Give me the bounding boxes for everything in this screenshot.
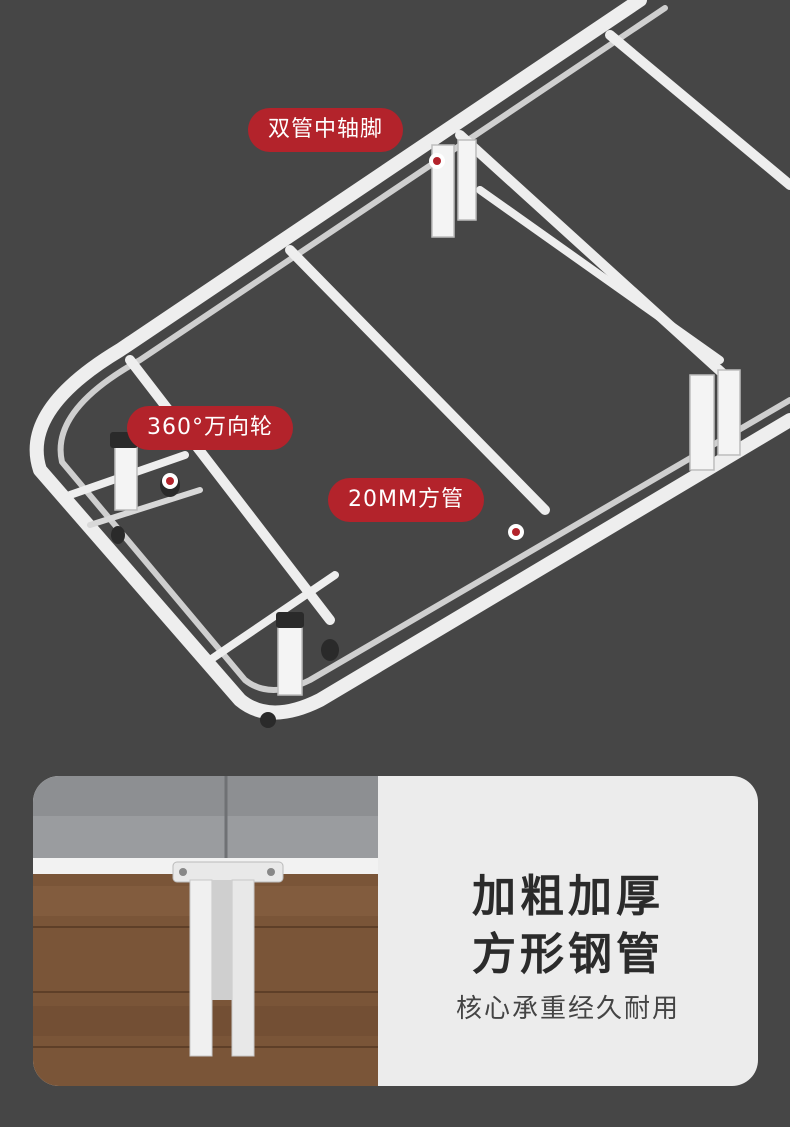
callout-marker-caster-wheel (162, 473, 178, 489)
caster-post-a (114, 444, 138, 511)
callout-marker-square-tube (508, 524, 524, 540)
frame-inner-rail (57, 5, 790, 693)
caster-wheel-4 (260, 712, 276, 728)
callout-center-leg: 双管中轴脚 (248, 108, 404, 152)
feature-card-text: 加粗加厚 方形钢管 核心承重经久耐用 (378, 776, 758, 1086)
frame-outer-rail (29, 0, 790, 720)
caster-wheel-3 (321, 639, 339, 661)
end-leg-b (717, 369, 741, 456)
center-leg-b (457, 139, 477, 221)
callout-square-tube: 20MM方管 (328, 478, 484, 522)
callout-marker-center-leg (429, 153, 445, 169)
caster-post-b (277, 624, 303, 696)
bed-frame-hero: 双管中轴脚 360°万向轮 20MM方管 (29, 0, 790, 728)
feature-subtitle: 核心承重经久耐用 (455, 994, 680, 1024)
feature-title-line-2: 方形钢管 (472, 929, 664, 980)
feature-title-line-1: 加粗加厚 (472, 871, 664, 922)
callout-caster-wheel: 360°万向轮 (127, 406, 293, 450)
steel-leg-closeup-photo (33, 776, 378, 1086)
feature-card: 加粗加厚 方形钢管 核心承重经久耐用 (33, 776, 758, 1086)
caster-wheel-2 (111, 526, 125, 544)
folding-bed-frame-illustration (29, 0, 790, 728)
end-leg-a (689, 374, 715, 471)
